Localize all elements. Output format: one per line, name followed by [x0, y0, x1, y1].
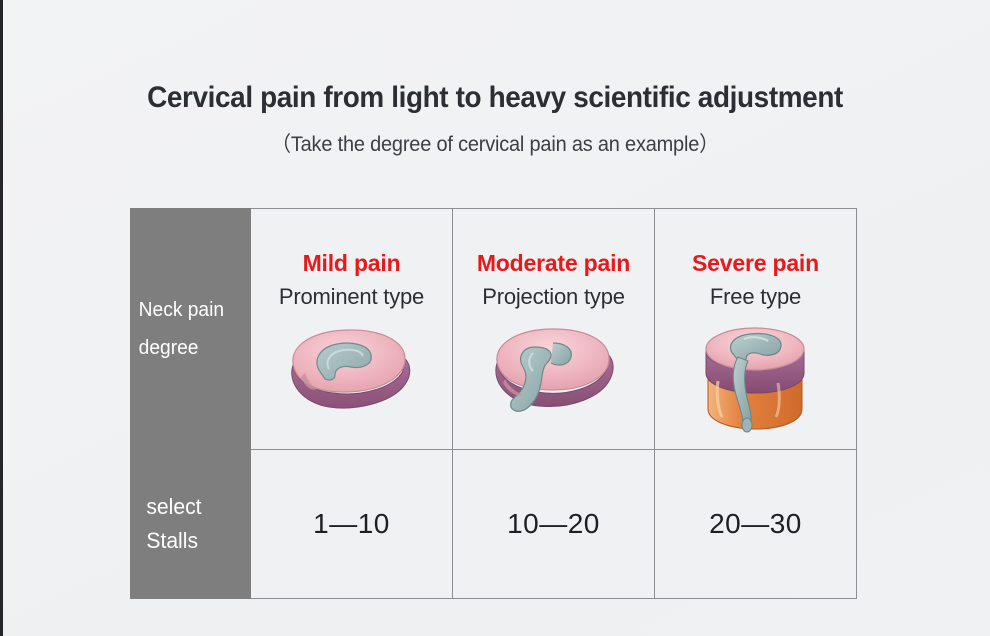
- page-title: Cervical pain from light to heavy scient…: [147, 81, 843, 114]
- stalls-value-mild[interactable]: 1—10: [250, 449, 453, 599]
- illustration-wrap-moderate: [453, 311, 654, 435]
- row-label-line1: Neck pain: [138, 299, 225, 321]
- disc-prominent-icon: [290, 329, 410, 409]
- type-label-projection: Projection type: [482, 283, 625, 309]
- heading-block: Cervical pain from light to heavy scient…: [0, 80, 990, 158]
- pain-degree-table: Neck pain degree Mild pain Prominent typ…: [130, 208, 857, 599]
- type-label-prominent: Prominent type: [278, 283, 425, 309]
- stalls-value-moderate[interactable]: 10—20: [452, 449, 655, 599]
- disc-free-icon: [704, 327, 805, 433]
- page-subtitle: （Take the degree of cervical pain as an …: [271, 133, 719, 156]
- table-row-stalls: select Stalls 1—10 10—20 20—30: [130, 449, 857, 599]
- stalls-value-severe[interactable]: 20—30: [654, 449, 857, 599]
- row-label-line2: degree: [138, 337, 199, 359]
- table-row-degree: Neck pain degree Mild pain Prominent typ…: [130, 208, 857, 450]
- type-label-free: Free type: [709, 283, 802, 309]
- stalls-label-line2: Stalls: [146, 528, 199, 553]
- severity-label-severe: Severe pain: [692, 249, 819, 276]
- row-label-neck-pain-degree: Neck pain degree: [130, 208, 251, 450]
- cell-severe-pain[interactable]: Severe pain Free type: [654, 208, 857, 450]
- disc-projection-icon: [494, 328, 614, 412]
- illustration-wrap-severe: [655, 311, 856, 435]
- left-edge-strip: [0, 0, 3, 636]
- cell-mild-pain[interactable]: Mild pain Prominent type: [250, 208, 453, 450]
- severity-label-mild: Mild pain: [302, 249, 401, 276]
- illustration-wrap-mild: [251, 311, 452, 435]
- severity-label-moderate: Moderate pain: [476, 249, 631, 276]
- cell-moderate-pain[interactable]: Moderate pain Projection type: [452, 208, 655, 450]
- stalls-label-line1: select: [146, 493, 202, 519]
- row-label-select-stalls: select Stalls: [130, 449, 251, 599]
